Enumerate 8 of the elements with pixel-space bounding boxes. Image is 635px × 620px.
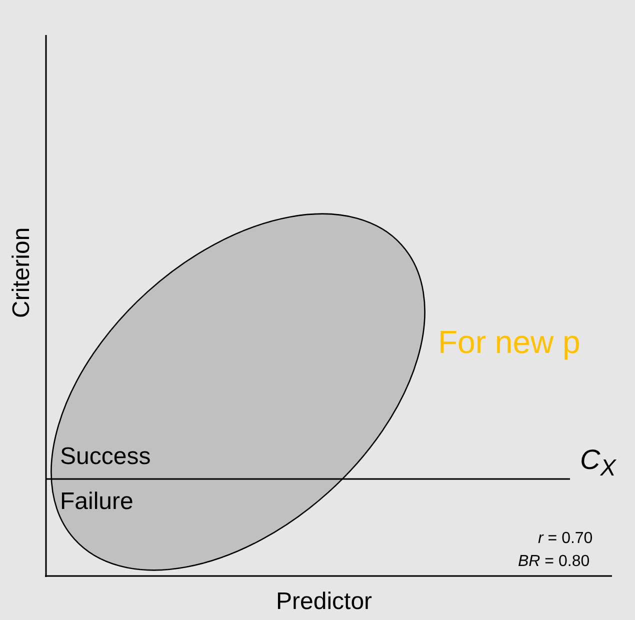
- region-label: Success: [60, 443, 151, 471]
- statistic-label: r = 0.70: [538, 530, 593, 548]
- region-label: Failure: [60, 488, 134, 516]
- axis-label: Predictor: [276, 588, 372, 616]
- axis-label: Criterion: [8, 227, 36, 318]
- heading-text: For new p: [438, 324, 580, 361]
- statistic-label: BR = 0.80: [518, 553, 590, 571]
- cutoff-label: C$_{X}$: [580, 444, 616, 482]
